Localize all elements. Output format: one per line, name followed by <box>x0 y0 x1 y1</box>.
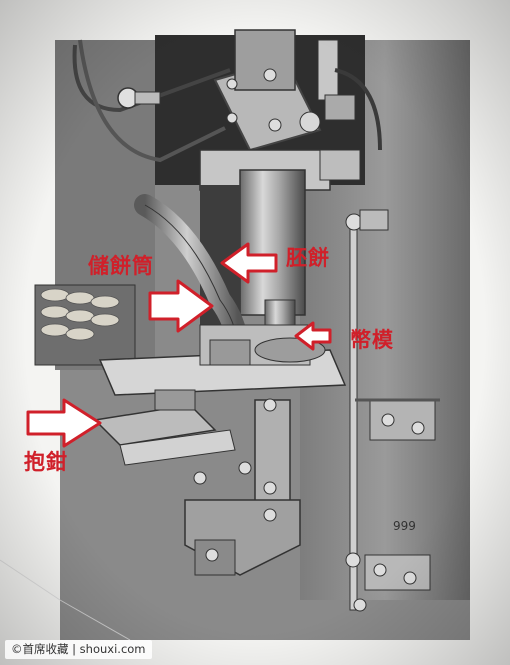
arrow-die <box>294 321 332 351</box>
arrow-tongs <box>26 398 102 448</box>
arrow-blank <box>220 242 278 284</box>
blank-label: 胚餅 <box>286 246 330 270</box>
storage-tube-label: 儲餅筒 <box>88 254 154 278</box>
tongs-label: 抱鉗 <box>24 450 68 474</box>
arrow-storage-tube <box>148 279 214 333</box>
die-label: 幣模 <box>350 328 394 352</box>
watermark: ©首席收藏 | shouxi.com <box>5 640 152 659</box>
